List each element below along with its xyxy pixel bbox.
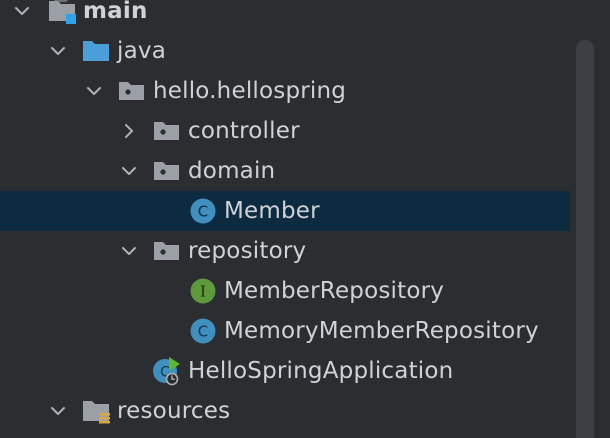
tree-node-label: domain [188, 158, 276, 184]
tree-node-hello-hellospring[interactable]: hello.hellospring [0, 71, 570, 111]
chevron-down-icon[interactable] [11, 0, 33, 22]
tree-node-domain[interactable]: domain [0, 151, 570, 191]
tree-node-label: main [83, 0, 148, 24]
tree-node-label: HelloSpringApplication [188, 358, 454, 384]
chevron-down-icon[interactable] [118, 160, 140, 182]
resources-folder-icon [81, 397, 111, 425]
tree-node-label: hello.hellospring [153, 78, 347, 104]
svg-text:C: C [160, 365, 170, 381]
chevron-down-icon[interactable] [83, 80, 105, 102]
class-badge-letter: C [198, 323, 208, 341]
package-icon [152, 237, 182, 265]
package-icon [117, 77, 147, 105]
scrolled-row-fragment [54, 0, 68, 2]
spring-boot-application-icon: C [152, 357, 182, 386]
tree-node-main[interactable]: main [0, 0, 570, 31]
tree-node-memorymemberrepository[interactable]: C MemoryMemberRepository [0, 311, 570, 351]
class-icon: C [188, 197, 218, 225]
tree-node-member[interactable]: C Member [0, 191, 570, 231]
chevron-down-icon[interactable] [118, 240, 140, 262]
tree-node-label: Member [224, 198, 320, 224]
tree-node-controller[interactable]: controller [0, 111, 570, 151]
class-badge-letter: C [198, 203, 208, 221]
tree-node-label: java [117, 38, 166, 64]
chevron-down-icon[interactable] [47, 400, 69, 422]
chevron-right-icon[interactable] [118, 120, 140, 142]
tree-node-resources[interactable]: resources [0, 391, 570, 431]
tree-node-java[interactable]: java [0, 31, 570, 71]
tree-node-repository[interactable]: repository [0, 231, 570, 271]
java-source-root-icon [81, 37, 111, 65]
tree-node-hellospringapplication[interactable]: C HelloSpringApplication [0, 351, 570, 391]
tree-node-label: MemoryMemberRepository [224, 318, 539, 344]
interface-icon: I [188, 277, 218, 305]
tree-node-label: MemberRepository [224, 278, 445, 304]
class-icon: C [188, 317, 218, 345]
package-icon [152, 117, 182, 145]
tree-node-memberrepository[interactable]: I MemberRepository [0, 271, 570, 311]
source-folder-icon [47, 0, 77, 25]
chevron-down-icon[interactable] [47, 40, 69, 62]
package-icon [152, 157, 182, 185]
vertical-scrollbar-thumb[interactable] [576, 40, 594, 438]
tree-node-label: repository [188, 238, 307, 264]
tree-node-label: controller [188, 118, 300, 144]
tree-node-label: resources [117, 398, 231, 424]
interface-badge-letter: I [200, 283, 206, 301]
